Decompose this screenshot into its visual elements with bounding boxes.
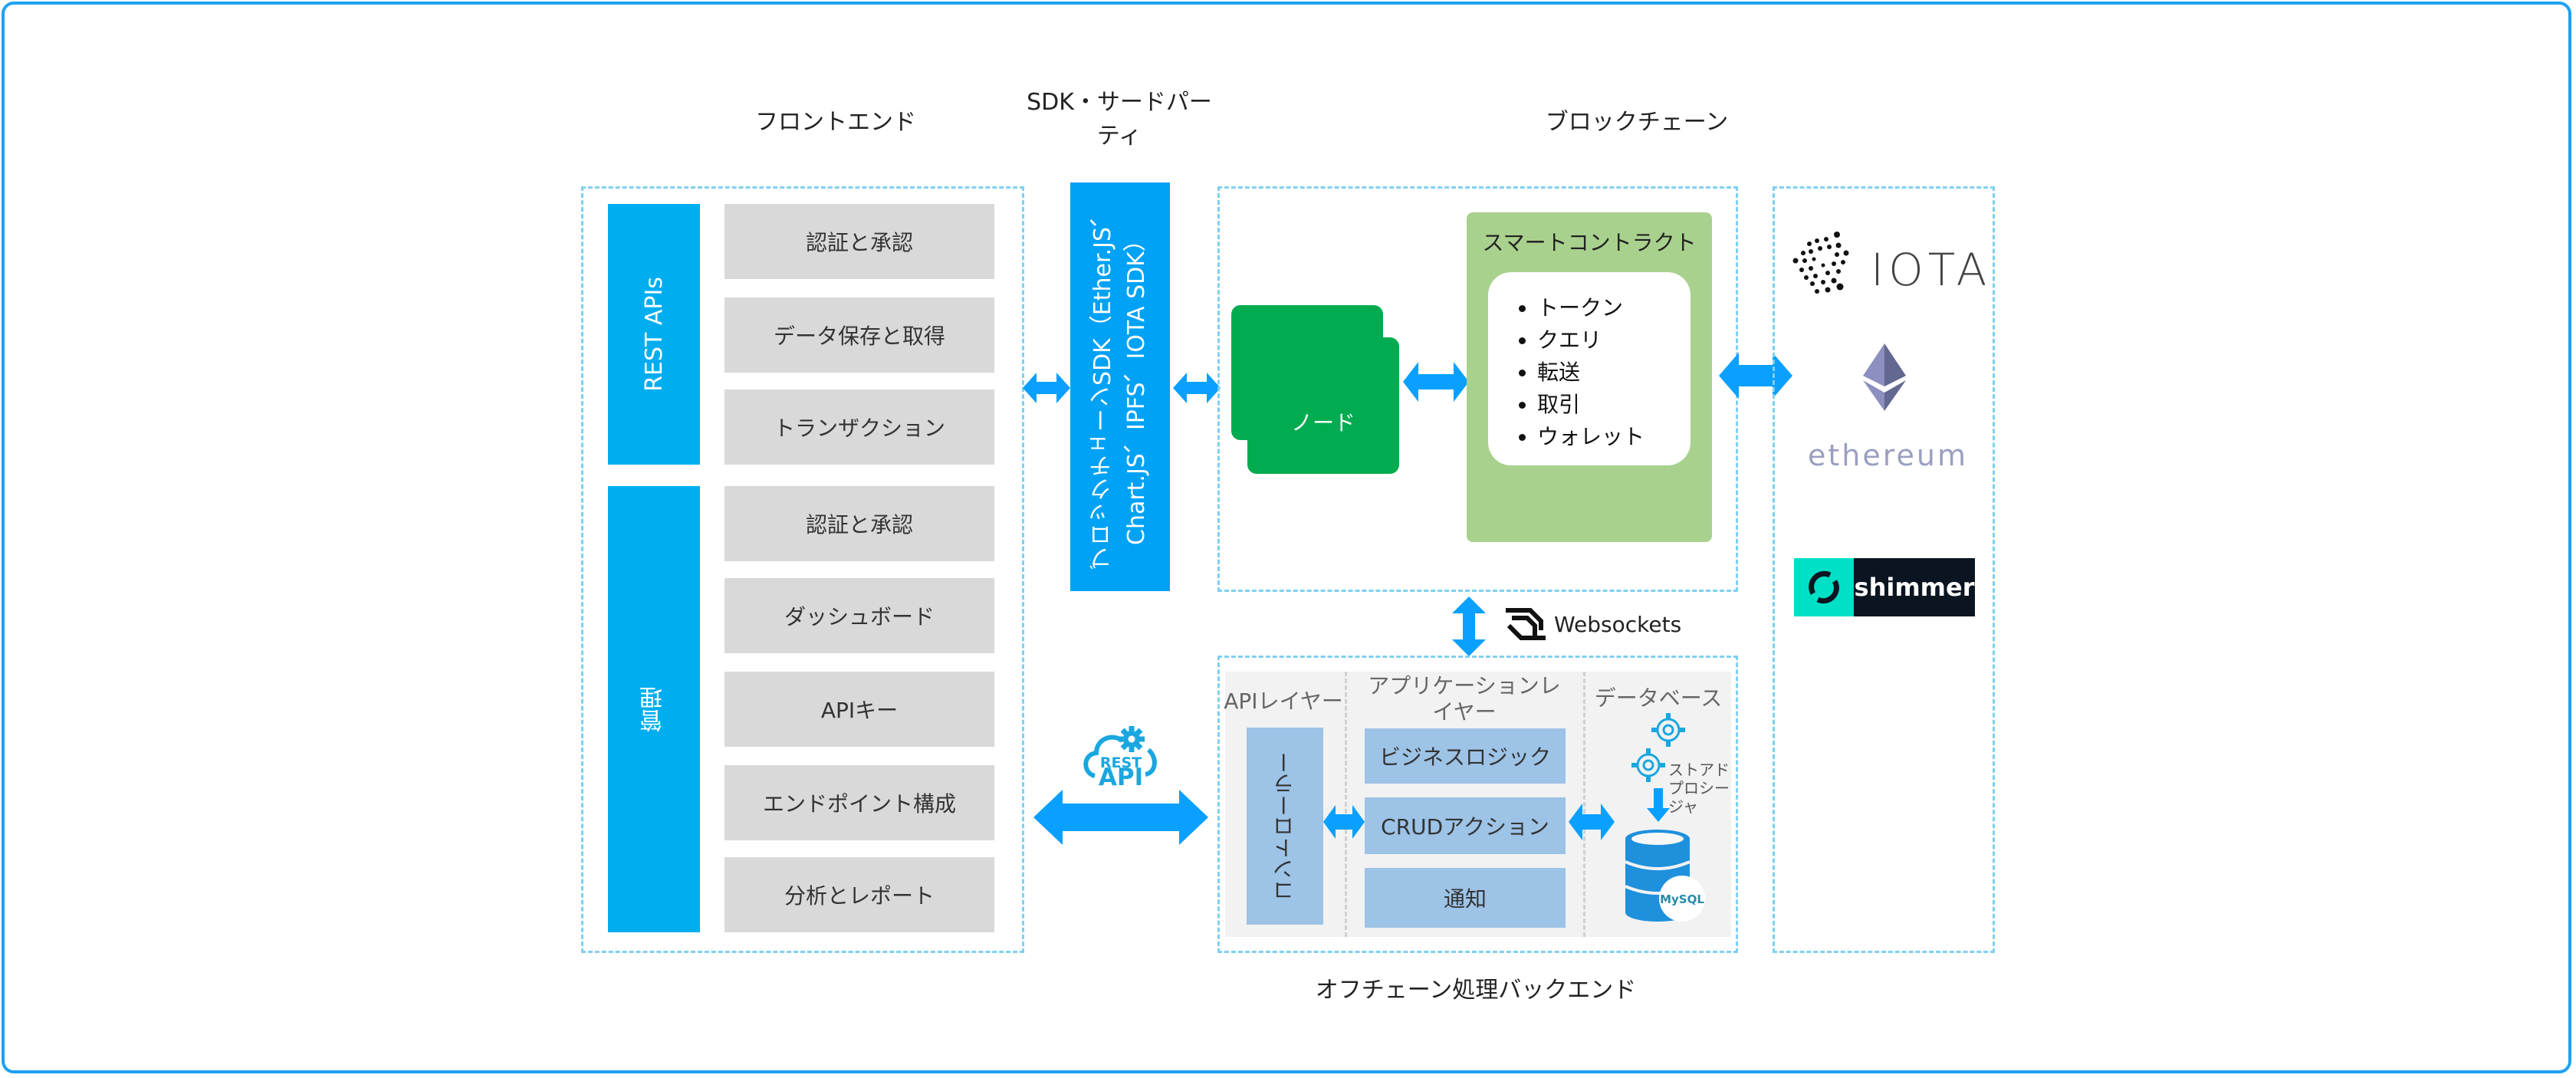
admin-item-auth: 認証と承認	[724, 486, 994, 561]
app-item-business-logic: ビジネスロジック	[1365, 728, 1566, 784]
sdk-label-line1: ブロックチェーンSDK（Ether.JS、	[1089, 203, 1116, 570]
arrow-frontend-sdk	[1023, 373, 1070, 403]
websockets-label: Websockets	[1554, 612, 1682, 637]
iota-wordmark: IOTA	[1871, 244, 1992, 296]
sdk-heading-line2: ティ	[1096, 123, 1142, 150]
arrow-frontend-backend	[1033, 790, 1208, 845]
app-item-crud-actions: CRUDアクション	[1365, 797, 1566, 854]
sdk-label: ブロックチェーンSDK（Ether.JS、 Chart.JS、IPFS、IOTA…	[1086, 204, 1154, 570]
smart-contract-list: トークン クエリ 転送 取引 ウォレット	[1488, 272, 1691, 453]
contract-item-tokens: トークン	[1537, 292, 1691, 324]
arrow-procedure-db	[1647, 788, 1670, 822]
mysql-label: MySQL	[1660, 892, 1704, 906]
sdk-bar: ブロックチェーンSDK（Ether.JS、 Chart.JS、IPFS、IOTA…	[1070, 182, 1170, 591]
stored-procedure-gears-icon	[1631, 713, 1685, 782]
database-icon	[1625, 830, 1705, 922]
admin-label: 管理	[640, 686, 667, 732]
contract-item-queries: クエリ	[1537, 324, 1691, 357]
rest-item-data-storage: データ保存と取得	[724, 297, 994, 373]
rest-api-label-api: API	[1098, 764, 1144, 791]
rest-api-cloud-icon	[1083, 726, 1157, 778]
stored-procedure-line1: ストアド	[1668, 761, 1730, 779]
layer-divider-2	[1583, 672, 1585, 937]
backend-heading: オフチェーン処理バックエンド	[1315, 977, 1637, 1004]
rest-apis-label: REST APIs	[640, 277, 668, 392]
arrow-crud-database	[1569, 804, 1615, 840]
app-layer-title-line1: アプリケーションレ	[1368, 673, 1561, 698]
layer-divider-1	[1345, 672, 1347, 937]
admin-item-analytics: 分析とレポート	[724, 857, 994, 932]
frontend-container	[581, 186, 1024, 953]
arrow-blockchain-backend	[1452, 597, 1486, 656]
rest-apis-bar: REST APIs	[608, 204, 700, 465]
app-item-notifications: 通知	[1365, 868, 1566, 928]
ethereum-logo-icon	[1863, 343, 1906, 411]
node-card-front	[1231, 305, 1383, 440]
controller-label: コントローラー	[1272, 751, 1297, 902]
websockets-icon	[1506, 608, 1546, 640]
sdk-label-line2: Chart.JS、IPFS、IOTA SDK）	[1123, 228, 1150, 545]
arrow-sdk-blockchain	[1173, 373, 1221, 403]
iota-logo-icon	[1792, 232, 1849, 294]
database-title: データベース	[1594, 685, 1723, 711]
ethereum-wordmark: ethereum	[1808, 439, 1969, 472]
smart-contract-list-card: トークン クエリ 転送 取引 ウォレット	[1488, 272, 1691, 465]
controller-box: コントローラー	[1247, 728, 1323, 925]
platforms-container	[1773, 186, 1995, 953]
arrow-controller-crud	[1323, 805, 1365, 839]
contract-item-trade: 取引	[1537, 389, 1691, 421]
smart-contract-title: スマートコントラクト	[1482, 230, 1697, 255]
sdk-heading: SDK・サードパー ティ	[997, 86, 1242, 153]
stored-procedure-line2: プロシー	[1668, 779, 1730, 797]
shimmer-logo: shimmer	[1794, 558, 1975, 616]
stored-procedure-label: ストアド プロシー ジャ	[1668, 761, 1730, 816]
backend-container	[1217, 656, 1738, 953]
shimmer-mark-icon	[1794, 558, 1854, 616]
frontend-heading: フロントエンド	[755, 109, 916, 136]
node-label: ノード	[1290, 410, 1355, 435]
arrow-node-contract	[1403, 362, 1469, 402]
sdk-heading-line1: SDK・サードパー	[1027, 89, 1212, 116]
admin-item-api-keys: APIキー	[724, 672, 994, 747]
rest-item-transactions: トランザクション	[724, 389, 994, 465]
smart-contract-panel: スマートコントラクト トークン クエリ 転送 取引 ウォレット	[1467, 212, 1712, 542]
stored-procedure-line3: ジャ	[1668, 797, 1698, 816]
app-layer-title-line2: イヤー	[1432, 699, 1497, 725]
admin-item-dashboard: ダッシュボード	[724, 578, 994, 653]
blockchain-heading: ブロックチェーン	[1545, 109, 1729, 136]
app-layer-title: アプリケーションレ イヤー	[1349, 673, 1579, 725]
admin-bar: 管理	[608, 486, 700, 932]
contract-item-transfer: 転送	[1537, 357, 1691, 389]
rest-api-label-rest: REST	[1099, 754, 1142, 771]
shimmer-wordmark: shimmer	[1854, 558, 1975, 616]
admin-item-endpoint-config: エンドポイント構成	[724, 765, 994, 840]
rest-item-auth: 認証と承認	[724, 204, 994, 279]
contract-item-wallet: ウォレット	[1537, 421, 1691, 453]
api-layer-title: APIレイヤー	[1224, 689, 1343, 714]
